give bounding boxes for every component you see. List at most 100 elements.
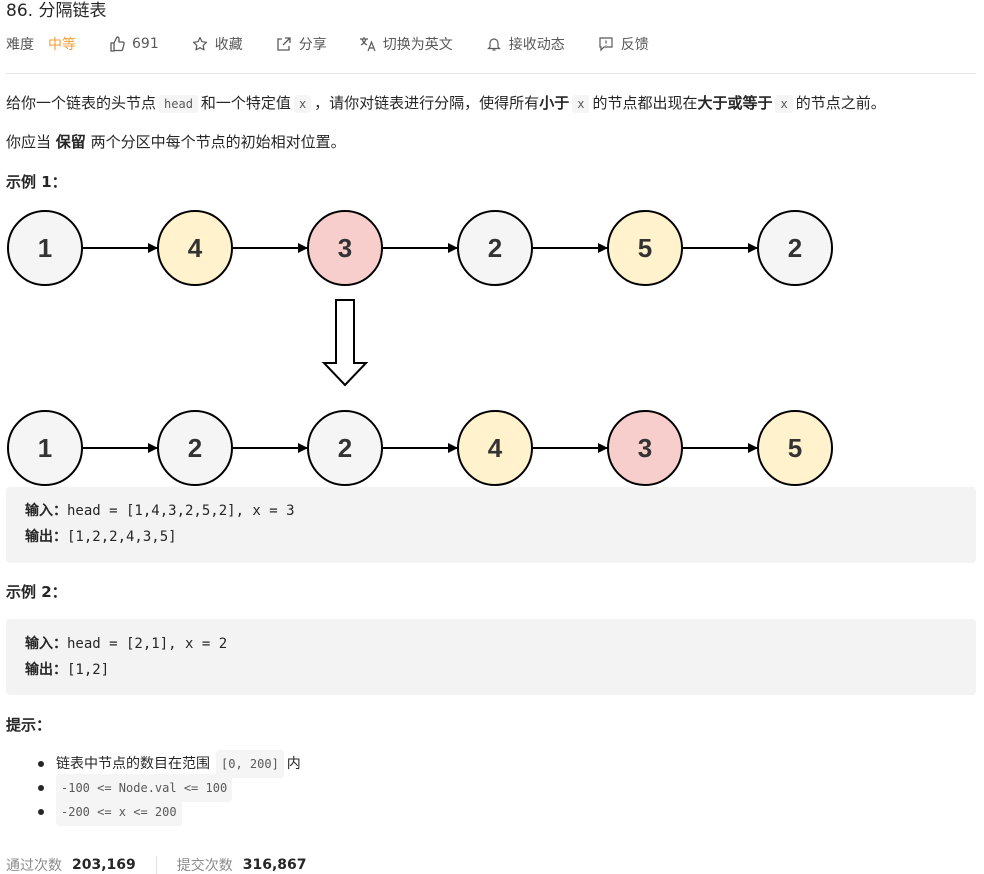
- like-count: 691: [132, 36, 159, 52]
- after-node-label-3: 4: [488, 433, 503, 463]
- feedback-button[interactable]: 反馈: [597, 34, 649, 54]
- desc-text: 和一个特定值: [200, 94, 291, 112]
- example-2-heading: 示例 2：: [6, 583, 67, 601]
- inline-code-head: head: [159, 95, 198, 113]
- after-node-label-2: 2: [338, 433, 352, 463]
- desc-text: 给你一个链表的头节点: [6, 94, 157, 112]
- problem-meta-bar: 难度 中等 691 收藏 分享 切换为英文: [6, 33, 681, 55]
- list-item: -200 <= x <= 200: [38, 798, 301, 826]
- example-2-code-block: 输入：head = [2,1], x = 2 输出：[1,2]: [6, 619, 976, 695]
- before-node-4: [607, 210, 683, 286]
- accepted-value: 203,169: [72, 857, 136, 873]
- desc-text: ，请你对链表进行分隔，使得所有: [314, 94, 540, 112]
- accepted-label: 通过次数: [6, 858, 62, 874]
- inline-code-x: x: [572, 95, 590, 113]
- difficulty-value: 中等: [48, 37, 76, 53]
- after-node-0: [7, 410, 83, 486]
- list-item: 链表中节点的数目在范围 [0, 200] 内: [38, 750, 301, 778]
- before-node-1: [157, 210, 233, 286]
- inline-code: -200 <= x <= 200: [56, 798, 182, 826]
- desc-bold: 保留: [55, 133, 86, 151]
- stats-divider: [155, 856, 157, 874]
- hint-text: 内: [286, 756, 301, 772]
- input-value: head = [1,4,3,2,5,2], x = 3: [67, 503, 295, 519]
- translate-button[interactable]: 切换为英文: [359, 34, 453, 54]
- after-node-1: [157, 410, 233, 486]
- difficulty-label: 难度: [6, 37, 34, 53]
- input-label: 输入：: [25, 503, 67, 519]
- inline-code-x: x: [775, 95, 793, 113]
- desc-bold: 大于或等于: [697, 94, 773, 112]
- desc-text: 的节点都出现在: [592, 94, 698, 112]
- example-1-heading: 示例 1：: [6, 173, 67, 191]
- bullet-icon: [38, 785, 44, 791]
- before-node-label-5: 2: [788, 233, 802, 263]
- example-1-input-line: 输入：head = [1,4,3,2,5,2], x = 3: [25, 500, 295, 522]
- feedback-icon: [597, 35, 615, 53]
- share-label: 分享: [298, 37, 327, 53]
- translate-label: 切换为英文: [382, 37, 453, 53]
- like-button[interactable]: 691: [108, 35, 159, 53]
- diagram-row-before: 1 4 3 2 5 2: [7, 210, 833, 286]
- before-node-label-3: 2: [488, 233, 502, 263]
- after-node-3: [457, 410, 533, 486]
- favorite-button[interactable]: 收藏: [191, 34, 243, 54]
- submission-stats: 通过次数 203,169 提交次数 316,867: [6, 855, 307, 874]
- after-node-label-0: 1: [38, 433, 52, 463]
- desc-text: 的节点之前。: [795, 94, 886, 112]
- linked-list-diagram: 1 4 3 2 5 2 1 2 2 4 3 5: [7, 210, 833, 486]
- hints-list: 链表中节点的数目在范围 [0, 200] 内 -100 <= Node.val …: [38, 750, 301, 826]
- favorite-label: 收藏: [214, 37, 243, 53]
- description-paragraph-2: 你应当 保留 两个分区中每个节点的初始相对位置。: [6, 131, 346, 153]
- output-value: [1,2,2,4,3,5]: [67, 529, 177, 545]
- before-node-2: [307, 210, 383, 286]
- thumbs-up-icon: [108, 35, 126, 53]
- after-node-label-1: 2: [188, 433, 202, 463]
- hints-heading: 提示：: [6, 716, 52, 734]
- feedback-label: 反馈: [620, 37, 649, 53]
- example-2-output-line: 输出：[1,2]: [25, 659, 109, 681]
- before-node-label-0: 1: [38, 233, 52, 263]
- before-node-0: [7, 210, 83, 286]
- list-item: -100 <= Node.val <= 100: [38, 774, 301, 802]
- after-node-label-5: 5: [788, 433, 802, 463]
- example-2-input-line: 输入：head = [2,1], x = 2: [25, 633, 227, 655]
- notify-label: 接收动态: [508, 37, 565, 53]
- example-1-output-line: 输出：[1,2,2,4,3,5]: [25, 526, 177, 548]
- bullet-icon: [38, 761, 44, 767]
- hint-text: 链表中节点的数目在范围: [56, 756, 210, 772]
- before-node-label-1: 4: [188, 233, 203, 263]
- before-node-label-4: 5: [638, 233, 652, 263]
- after-node-4: [607, 410, 683, 486]
- bell-icon: [485, 35, 503, 53]
- desc-text: 你应当: [6, 133, 52, 151]
- down-arrow-icon: [321, 299, 369, 387]
- share-button[interactable]: 分享: [275, 34, 327, 54]
- inline-code: [0, 200]: [216, 750, 284, 778]
- before-node-5: [757, 210, 833, 286]
- input-label: 输入：: [25, 636, 67, 652]
- output-value: [1,2]: [67, 662, 110, 678]
- before-node-3: [457, 210, 533, 286]
- translate-icon: [359, 35, 377, 53]
- inline-code-x: x: [293, 95, 312, 113]
- inline-code: -100 <= Node.val <= 100: [56, 774, 233, 802]
- submitted-label: 提交次数: [176, 858, 233, 874]
- submitted-value: 316,867: [242, 857, 307, 873]
- after-node-2: [307, 410, 383, 486]
- star-icon: [191, 35, 209, 53]
- output-label: 输出：: [25, 662, 67, 678]
- example-1-code-block: 输入：head = [1,4,3,2,5,2], x = 3 输出：[1,2,2…: [6, 487, 976, 563]
- before-node-label-2: 3: [338, 233, 352, 263]
- desc-text: 两个分区中每个节点的初始相对位置。: [90, 133, 346, 151]
- notify-button[interactable]: 接收动态: [485, 34, 565, 54]
- after-node-label-4: 3: [638, 433, 652, 463]
- bullet-icon: [38, 809, 44, 815]
- desc-bold: 小于: [539, 94, 570, 112]
- diagram-row-after: 1 2 2 4 3 5: [7, 410, 833, 486]
- problem-title: 86. 分隔链表: [6, 1, 107, 21]
- header-divider: [6, 73, 976, 74]
- input-value: head = [2,1], x = 2: [67, 636, 228, 652]
